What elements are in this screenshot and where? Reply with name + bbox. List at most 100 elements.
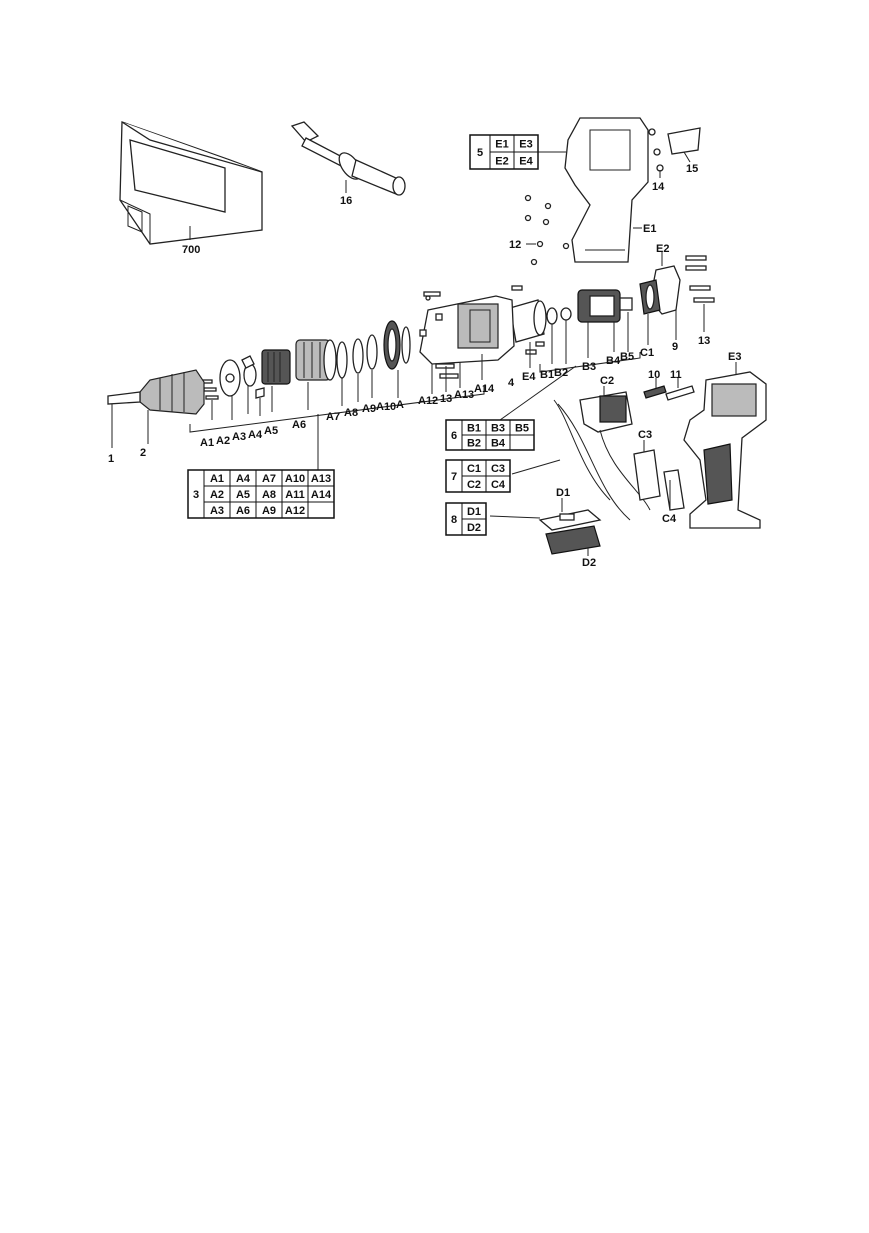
table-cell-label: A1 bbox=[210, 473, 224, 485]
label-a: A bbox=[396, 399, 404, 411]
front-collar bbox=[261, 349, 291, 385]
label-d2: D2 bbox=[582, 557, 596, 569]
label-plate bbox=[667, 127, 701, 155]
label-a9: A9 bbox=[362, 403, 376, 415]
table-cell-label: B3 bbox=[491, 423, 505, 435]
label-13-right: 13 bbox=[698, 335, 710, 347]
table-cell-label: A4 bbox=[236, 473, 251, 485]
label-e3: E3 bbox=[728, 351, 741, 363]
drill-bit bbox=[107, 391, 141, 405]
table-cell-label: B4 bbox=[491, 438, 506, 450]
table-cell-label: C3 bbox=[491, 463, 505, 475]
label-b5: B5 bbox=[620, 351, 634, 363]
table-number: 5 bbox=[477, 147, 483, 159]
label-e2: E2 bbox=[656, 243, 669, 255]
motor-can bbox=[509, 299, 547, 343]
part-10 bbox=[643, 385, 667, 399]
table-cell bbox=[509, 434, 535, 451]
table-cell-label: B5 bbox=[515, 423, 529, 435]
label-b3: B3 bbox=[582, 361, 596, 373]
strip-c4 bbox=[663, 469, 685, 511]
screws-12 bbox=[524, 194, 570, 266]
label-e4: E4 bbox=[522, 371, 536, 383]
label-a10: A10 bbox=[376, 401, 396, 413]
label-a5: A5 bbox=[264, 425, 278, 437]
label-a2: A2 bbox=[216, 435, 230, 447]
table-number: 6 bbox=[451, 430, 457, 442]
table-cell-label: D1 bbox=[467, 506, 481, 518]
battery-terminal-d2 bbox=[545, 525, 601, 555]
table-cell-label: C1 bbox=[467, 463, 481, 475]
table-cell-label: E2 bbox=[495, 156, 508, 168]
label-c3: C3 bbox=[638, 429, 652, 441]
label-e1: E1 bbox=[643, 223, 656, 235]
table-cell-label: A9 bbox=[262, 505, 276, 517]
label-d1: D1 bbox=[556, 487, 570, 499]
table-cell bbox=[307, 501, 335, 519]
clutch-rings bbox=[336, 320, 411, 379]
label-a12: A12 bbox=[418, 395, 438, 407]
table-cell-label: A10 bbox=[285, 473, 305, 485]
housing-half-drawing bbox=[564, 117, 664, 263]
table-cell-label: A8 bbox=[262, 489, 276, 501]
table-number: 3 bbox=[193, 489, 199, 501]
table-cell-label: A12 bbox=[285, 505, 305, 517]
label-c1: C1 bbox=[640, 347, 654, 359]
table-cell-label: A11 bbox=[285, 489, 305, 501]
table-cell-label: C4 bbox=[491, 479, 506, 491]
bearing-b1 bbox=[546, 307, 558, 325]
table-number: 7 bbox=[451, 471, 457, 483]
table-cell bbox=[513, 151, 539, 170]
trigger-switch bbox=[553, 391, 651, 521]
label-a1: A1 bbox=[200, 437, 214, 449]
table-cell-label: C2 bbox=[467, 479, 481, 491]
label-14: 14 bbox=[652, 181, 665, 193]
motor-armature bbox=[577, 289, 633, 323]
label-13-mid: 13 bbox=[440, 393, 452, 405]
label-c2: C2 bbox=[600, 375, 614, 387]
label-10: 10 bbox=[648, 369, 660, 381]
label-12: 12 bbox=[509, 239, 521, 251]
label-c4: C4 bbox=[662, 513, 677, 525]
switch-bracket-c3 bbox=[633, 449, 661, 501]
label-1: 1 bbox=[108, 453, 114, 465]
table-cell-label: A13 bbox=[311, 473, 331, 485]
label-a8: A8 bbox=[344, 407, 358, 419]
part-labels: 700 16 14 15 E1 12 E2 13 9 C1 B5 B4 B3 B… bbox=[108, 163, 741, 569]
part-11 bbox=[665, 385, 695, 401]
brush-plate bbox=[639, 279, 661, 315]
label-b2: B2 bbox=[554, 367, 568, 379]
label-a13: A13 bbox=[454, 389, 474, 401]
table-cell-label: A14 bbox=[311, 489, 332, 501]
screws-13 bbox=[685, 255, 715, 303]
table-cell-label: B2 bbox=[467, 438, 481, 450]
label-4: 4 bbox=[508, 377, 515, 389]
carry-case-drawing bbox=[119, 121, 263, 245]
label-a4: A4 bbox=[248, 429, 263, 441]
label-16: 16 bbox=[340, 195, 352, 207]
table-cell-label: E3 bbox=[519, 139, 532, 151]
bearing-b2 bbox=[560, 307, 572, 321]
label-a14: A14 bbox=[474, 383, 495, 395]
battery-terminal-d1 bbox=[538, 509, 602, 531]
table-cell-label: A6 bbox=[236, 505, 250, 517]
table-cell-label: A7 bbox=[262, 473, 276, 485]
label-a7: A7 bbox=[326, 411, 340, 423]
table-cell-label: B1 bbox=[467, 423, 481, 435]
table-cell bbox=[461, 518, 487, 536]
table-cell-label: E4 bbox=[519, 156, 533, 168]
gearbox bbox=[419, 291, 515, 379]
label-11: 11 bbox=[670, 369, 682, 381]
clutch-collar bbox=[295, 339, 337, 381]
table-cell-label: A3 bbox=[210, 505, 224, 517]
table-cell-label: D2 bbox=[467, 522, 481, 534]
table-cell-label: A5 bbox=[236, 489, 250, 501]
